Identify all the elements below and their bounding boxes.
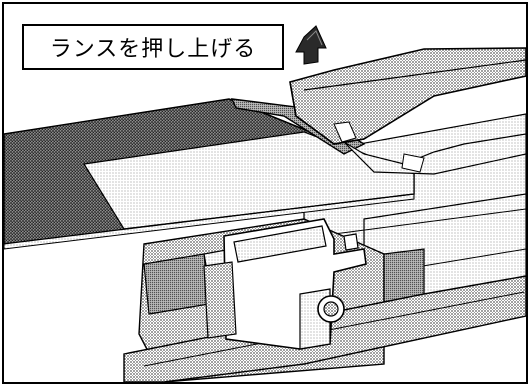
lance — [230, 47, 526, 175]
top-plate — [4, 98, 415, 250]
up-arrow-icon — [295, 25, 327, 65]
terminal-contact — [203, 218, 367, 350]
figure-frame: ランスを押し上げる — [2, 2, 528, 384]
connector-illustration — [4, 25, 526, 382]
callout-label: ランスを押し上げる — [22, 24, 284, 70]
